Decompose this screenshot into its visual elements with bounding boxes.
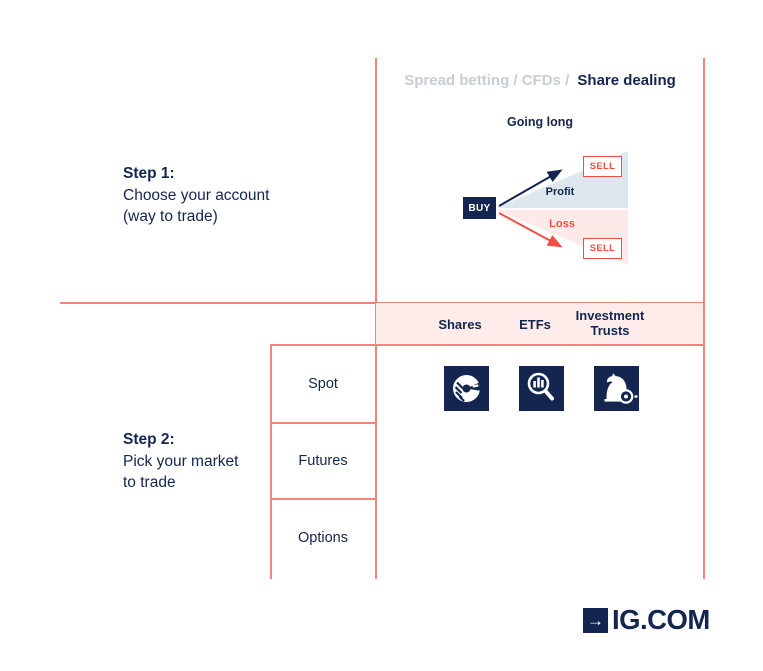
row-label-spot: Spot (308, 376, 338, 392)
row-label-futures: Futures (298, 453, 348, 469)
profit-arrow (498, 169, 563, 207)
tab-share-dealing[interactable]: Share dealing (577, 72, 676, 89)
profit-label: Profit (545, 186, 575, 198)
column-header-etfs: ETFs (519, 317, 551, 332)
tab-spread-betting-cfds[interactable]: Spread betting / CFDs / (404, 72, 570, 89)
buy-box: BUY (463, 197, 496, 219)
step1-line1: Choose your account (123, 186, 270, 204)
panel-left-border (375, 58, 377, 579)
step1-line2: (way to trade) (123, 208, 218, 225)
panel-right-border (703, 58, 705, 579)
column-header-investment-trusts: Investment Trusts (575, 308, 645, 338)
shares-pie-chart-icon (444, 366, 489, 411)
investment-trusts-knight-icon (594, 366, 639, 411)
step1-title: Step 1: (123, 165, 175, 182)
band-bottom-line (271, 344, 704, 346)
ig-logo-text: IG.COM (612, 604, 710, 635)
step2-label: Step 2: Pick your market to trade (123, 429, 238, 494)
account-tabs: Spread betting / CFDs / Share dealing (376, 72, 704, 89)
row-separator-spot-futures (270, 422, 376, 424)
sell-box-bottom: SELL (583, 238, 622, 259)
column-header-shares: Shares (438, 317, 482, 332)
loss-arrow (498, 212, 563, 248)
step1-label: Step 1: Choose your account (way to trad… (123, 163, 269, 228)
loss-label: Loss (549, 218, 575, 230)
row-label-options: Options (298, 530, 348, 546)
going-long-title: Going long (507, 115, 573, 129)
row-separator-futures-options (270, 498, 376, 500)
market-header-band (376, 303, 703, 344)
label-column-left-border (270, 344, 272, 579)
ig-logo-arrow-icon: → (583, 608, 608, 633)
sell-box-top: SELL (583, 156, 622, 177)
step2-line2: to trade (123, 474, 176, 491)
step2-line1: Pick your market (123, 452, 239, 470)
step-divider-line (60, 302, 704, 304)
step2-title: Step 2: (123, 431, 175, 448)
etf-magnifier-icon (519, 366, 564, 411)
